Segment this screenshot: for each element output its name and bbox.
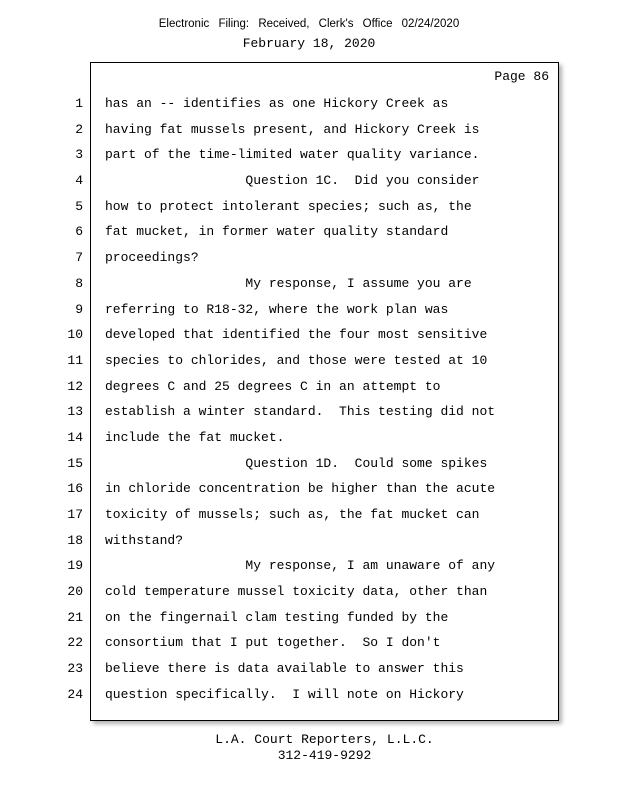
line-number: 19 — [67, 558, 83, 574]
transcript-line: 10 developed that identified the four mos… — [67, 322, 558, 348]
line-text: part of the time-limited water quality v… — [105, 147, 480, 163]
line-text: referring to R18-32, where the work plan… — [105, 301, 449, 317]
line-text: include the fat mucket. — [105, 429, 285, 445]
line-number: 9 — [75, 301, 83, 317]
line-text: establish a winter standard. This testin… — [105, 404, 496, 420]
line-text: degrees C and 25 degrees C in an attempt… — [105, 378, 441, 394]
line-number: 1 — [75, 96, 83, 111]
line-number: 14 — [67, 429, 83, 445]
transcript-line: 1 has an -- identifies as one Hickory Cre… — [75, 91, 558, 117]
page-header: Electronic Filing: Received, Clerk's Off… — [0, 18, 618, 51]
transcript-line: 9 referring to R18-32, where the work pla… — [75, 297, 558, 323]
line-text: consortium that I put together. So I don… — [105, 635, 441, 651]
line-number: 17 — [67, 507, 83, 522]
transcript-line: 2 having fat mussels present, and Hickory… — [75, 117, 558, 143]
court-reporter-phone: 312-419-9292 — [277, 748, 372, 763]
line-number: 2 — [75, 121, 83, 137]
court-reporter-name: L.A. Court Reporters, L.L.C. — [215, 732, 434, 747]
transcript-line: 20 cold temperature mussel toxicity data,… — [67, 579, 558, 605]
line-number: 21 — [67, 609, 83, 625]
line-text: question specifically. I will note on Hi… — [105, 686, 464, 702]
line-number: 8 — [75, 275, 83, 291]
transcript-line: 11 species to chlorides, and those were t… — [67, 348, 558, 374]
transcript-line: 24 question specifically. I will note on … — [67, 682, 558, 708]
transcript-line: 5 how to protect intolerant species; such… — [75, 194, 558, 220]
transcript-line: 21 on the fingernail clam testing funded … — [67, 605, 558, 631]
line-text: on the fingernail clam testing funded by… — [105, 609, 449, 625]
line-number: 11 — [67, 352, 83, 368]
transcript-line: 18 withstand? — [67, 528, 558, 554]
electronic-filing-stamp: Electronic Filing: Received, Clerk's Off… — [158, 18, 460, 30]
line-text: fat mucket, in former water quality stan… — [105, 224, 449, 240]
line-number: 23 — [67, 661, 83, 677]
line-text: having fat mussels present, and Hickory … — [105, 121, 480, 137]
line-text: My response, I assume you are — [105, 275, 472, 291]
line-text: how to protect intolerant species; such … — [105, 198, 472, 214]
page-number-label: Page 86 — [494, 69, 549, 84]
line-number: 4 — [75, 173, 83, 189]
line-text: My response, I am unaware of any — [105, 558, 496, 574]
line-text: withstand? — [105, 532, 184, 548]
transcript-line: 3 part of the time-limited water quality … — [75, 142, 558, 168]
line-text: believe there is data available to answe… — [105, 661, 464, 677]
line-text: cold temperature mussel toxicity data, o… — [105, 584, 488, 600]
line-number: 6 — [75, 224, 83, 240]
line-number: 18 — [67, 532, 83, 548]
transcript-line: 13 establish a winter standard. This test… — [67, 399, 558, 425]
transcript-line: 19 My response, I am unaware of any — [67, 553, 558, 579]
line-number: 3 — [75, 147, 83, 163]
line-number: 16 — [67, 481, 83, 497]
transcript-line: 14 include the fat mucket. — [67, 425, 558, 451]
line-number: 15 — [67, 455, 83, 471]
line-text: proceedings? — [105, 250, 199, 266]
transcript-line: 22 consortium that I put together. So I d… — [67, 630, 558, 656]
transcript-line: 16 in chloride concentration be higher th… — [67, 476, 558, 502]
line-text: in chloride concentration be higher than… — [105, 481, 496, 497]
line-text: toxicity of mussels; such as, the fat mu… — [105, 507, 480, 522]
line-number: 5 — [75, 198, 83, 214]
transcript-date: February 18, 2020 — [242, 36, 376, 51]
transcript-line: 23 believe there is data available to ans… — [67, 656, 558, 682]
line-text: species to chlorides, and those were tes… — [105, 352, 488, 368]
transcript-line: 6 fat mucket, in former water quality sta… — [75, 219, 558, 245]
transcript-line: 12 degrees C and 25 degrees C in an attem… — [67, 374, 558, 400]
line-text: Question 1C. Did you consider — [105, 173, 480, 189]
line-text: Question 1D. Could some spikes — [105, 455, 488, 471]
line-number: 10 — [67, 327, 83, 343]
transcript-line: 4 Question 1C. Did you consider — [75, 168, 558, 194]
transcript-box: Page 86 1 has an -- identifies as one Hic… — [67, 62, 559, 721]
transcript-lines: 1 has an -- identifies as one Hickory Cre… — [67, 91, 558, 708]
transcript-line: 17 toxicity of mussels; such as, the fat … — [67, 502, 558, 528]
line-number: 20 — [67, 584, 83, 600]
line-text: has an -- identifies as one Hickory Cree… — [105, 96, 449, 111]
line-number: 12 — [67, 378, 83, 394]
transcript-line: 15 Question 1D. Could some spikes — [67, 451, 558, 477]
transcript-line: 7 proceedings? — [75, 245, 558, 271]
line-number: 22 — [67, 635, 83, 651]
line-text: developed that identified the four most … — [105, 327, 488, 343]
line-number: 13 — [67, 404, 83, 420]
transcript-line: 8 My response, I assume you are — [75, 271, 558, 297]
line-number: 7 — [75, 250, 83, 266]
line-number: 24 — [67, 686, 83, 702]
page-footer: L.A. Court Reporters, L.L.C. 312-419-929… — [90, 732, 559, 764]
